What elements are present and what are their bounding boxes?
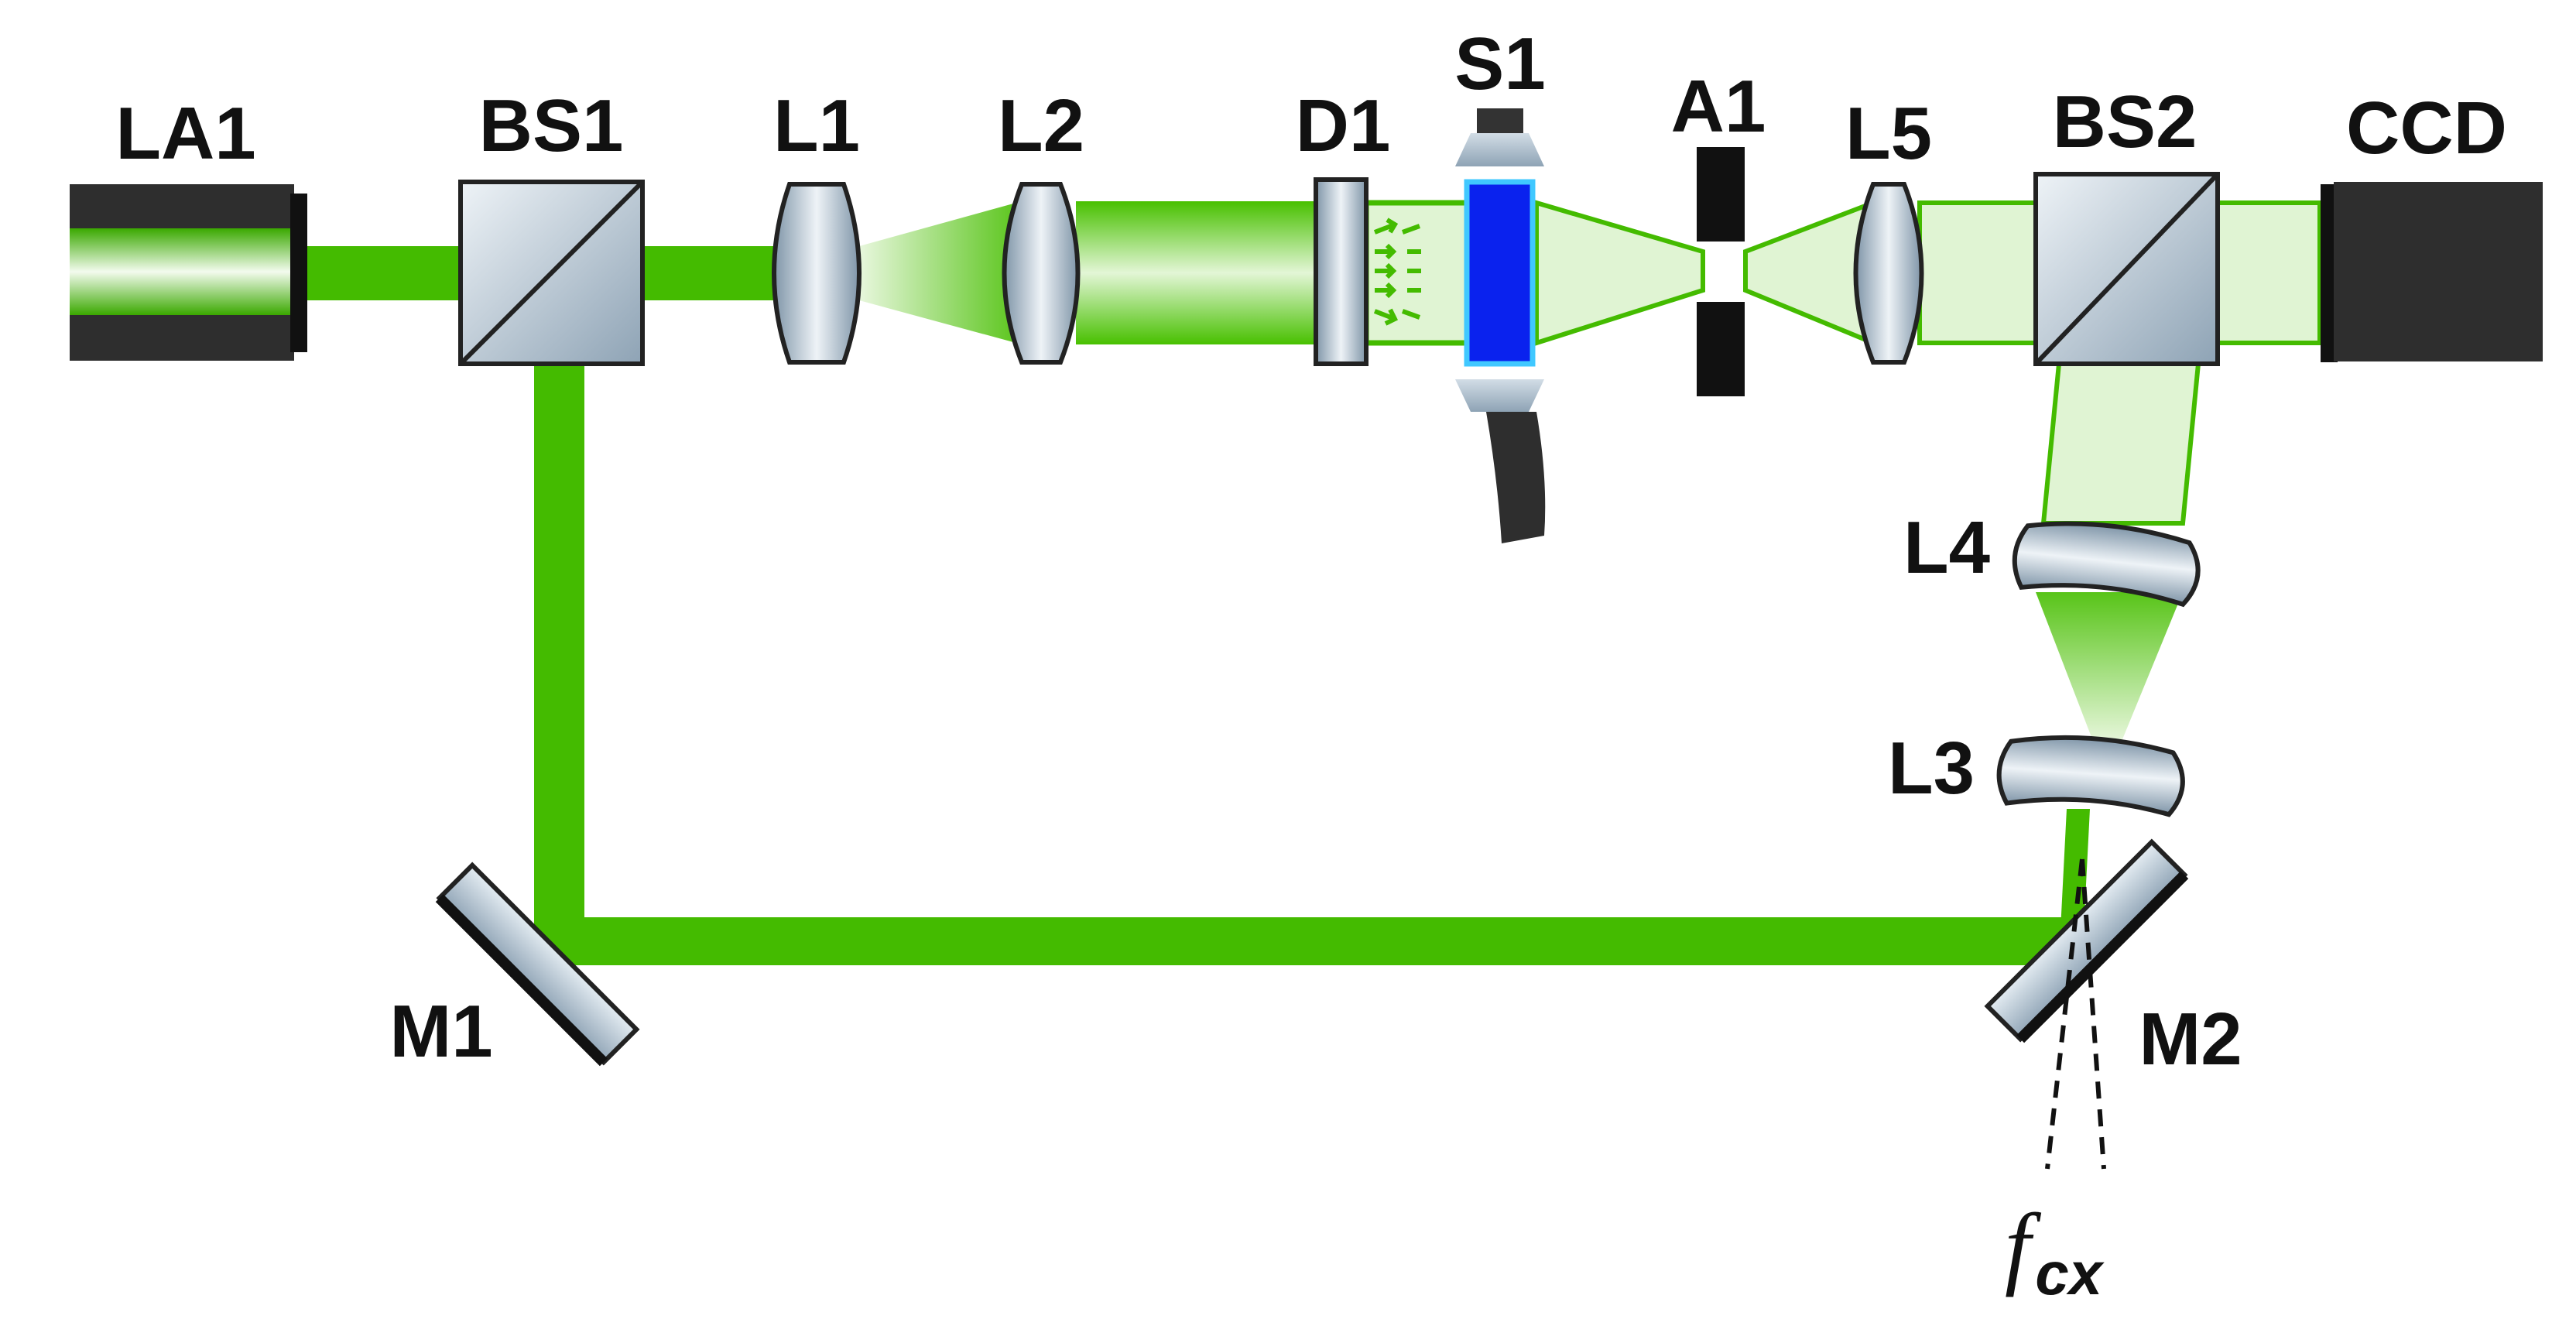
component-labels: LA1 BS1 L1 L2 D1 S1 A1 L5 BS2 CCD L4 L3 … [115, 22, 2507, 1307]
beam-bs2-to-ccd [2215, 200, 2322, 345]
beam-bs1-to-l1 [642, 246, 782, 300]
beam-bottom-arm [534, 917, 2071, 965]
lens-l5 [1853, 182, 1924, 365]
mirror-m2 [1984, 838, 2189, 1043]
lens-l1 [772, 182, 862, 365]
focal-length-lines [2045, 858, 2106, 1170]
beam-s1-to-a1 [1534, 199, 1705, 347]
beam-expanded [1076, 201, 1316, 344]
label-fcx: fcx [2005, 1194, 2105, 1307]
label-la1: LA1 [115, 92, 255, 175]
beam-l4-to-l3-cone [2036, 592, 2183, 743]
lens-l4 [2012, 521, 2201, 608]
laser-la1 [70, 184, 307, 361]
label-s1: S1 [1454, 22, 1545, 105]
lens-l3 [1996, 735, 2185, 817]
label-ccd: CCD [2346, 87, 2507, 170]
scatter-arrows [1373, 218, 1421, 326]
label-d1: D1 [1296, 84, 1391, 167]
beam-bs2-to-l4 [2040, 361, 2201, 526]
beam-bs1-down [534, 364, 584, 960]
mirror-m1 [435, 862, 640, 1067]
beam-l5-to-bs2 [1917, 200, 2038, 345]
aperture-a1 [1697, 147, 1745, 396]
label-l3: L3 [1888, 727, 1975, 810]
beam-splitter-bs1 [458, 180, 645, 366]
label-l1: L1 [773, 84, 860, 167]
beam-l1-to-l2-cone [859, 201, 1022, 344]
lens-l2 [1002, 182, 1081, 365]
label-m1: M1 [389, 990, 492, 1073]
label-l2: L2 [998, 84, 1084, 167]
label-bs2: BS2 [2053, 81, 2197, 163]
label-fcx-subscript: cx [2035, 1239, 2105, 1307]
label-bs1: BS1 [479, 84, 624, 167]
sample-cell-s1 [1455, 108, 1546, 543]
label-a1: A1 [1671, 65, 1766, 148]
beam-paths [294, 199, 2322, 965]
ccd-camera [2321, 182, 2543, 362]
beam-la1-to-bs1 [294, 246, 461, 300]
beam-splitter-bs2 [2033, 172, 2220, 366]
label-l5: L5 [1845, 92, 1932, 175]
diffuser-d1 [1314, 177, 1368, 366]
label-m2: M2 [2139, 998, 2242, 1081]
label-l4: L4 [1903, 506, 1990, 589]
